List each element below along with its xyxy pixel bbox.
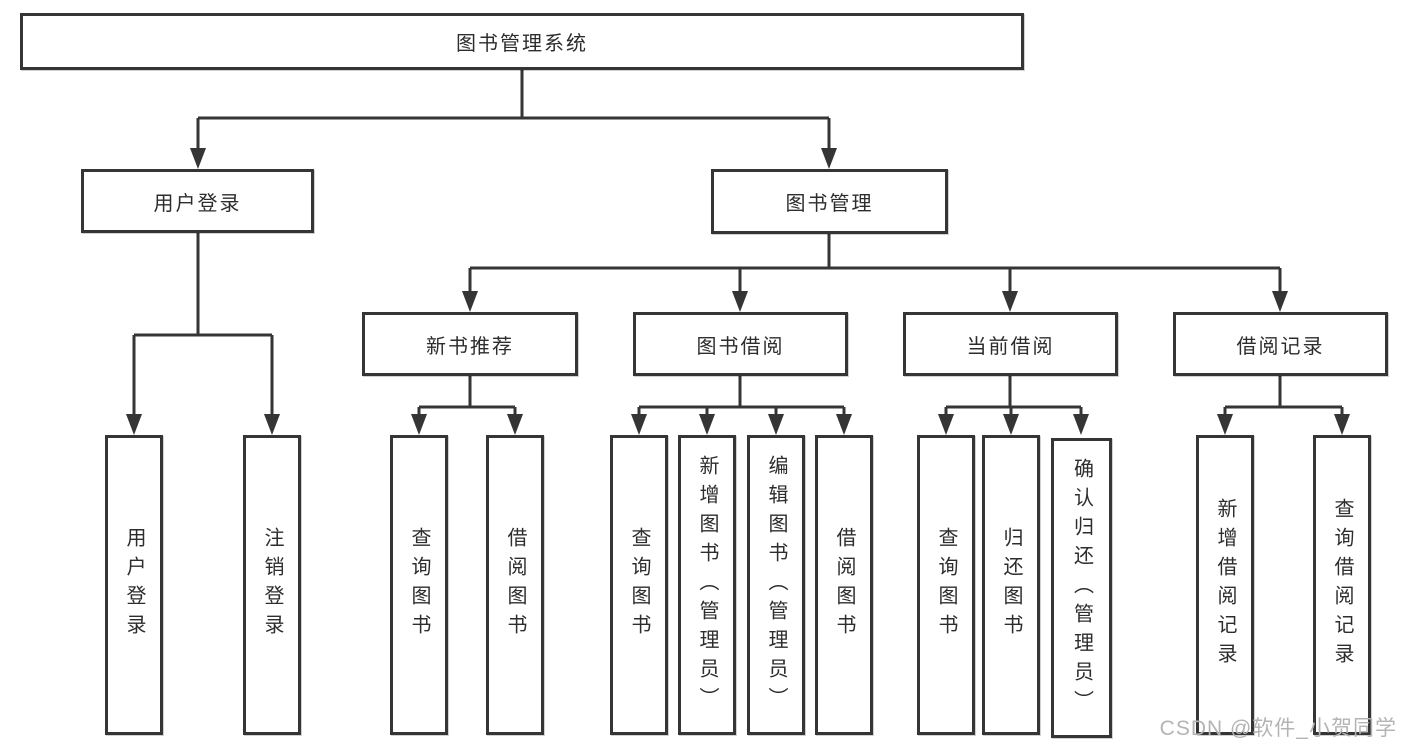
leaf-node-query-book-3: 查询图书 <box>917 435 975 735</box>
leaf-node-query-book-2: 查询图书 <box>610 435 668 735</box>
arrow-down-icon <box>507 414 523 435</box>
arrow-down-icon <box>631 414 647 435</box>
leaf-label: 借阅图书 <box>833 527 855 643</box>
arrow-down-icon <box>732 291 748 312</box>
leaf-node-query-borrow-record: 查询借阅记录 <box>1313 435 1371 735</box>
node-book-borrow: 图书借阅 <box>633 312 848 376</box>
leaf-node-borrow-book-1: 借阅图书 <box>486 435 544 735</box>
arrow-down-icon <box>1002 291 1018 312</box>
arrow-down-icon <box>411 414 427 435</box>
leaf-node-add-book-admin: 新增图书（管理员） <box>678 435 736 735</box>
arrow-down-icon <box>1073 414 1089 435</box>
leaf-label: 归还图书 <box>1000 527 1022 643</box>
node-label: 当前借阅 <box>966 335 1055 358</box>
node-book-management: 图书管理 <box>711 169 948 234</box>
arrow-down-icon <box>1003 414 1019 435</box>
leaf-node-confirm-return-admin: 确认归还（管理员） <box>1051 438 1112 738</box>
node-label: 图书管理 <box>785 193 874 215</box>
arrow-down-icon <box>264 414 280 435</box>
node-new-book-recommend: 新书推荐 <box>362 312 578 376</box>
leaf-node-logout: 注销登录 <box>243 435 301 735</box>
arrow-down-icon <box>1334 414 1350 435</box>
leaf-label: 编辑图书（管理员） <box>765 454 787 716</box>
root-node-label: 图书管理系统 <box>456 33 588 55</box>
leaf-node-borrow-book-2: 借阅图书 <box>815 435 873 735</box>
leaf-label: 新增借阅记录 <box>1214 498 1236 672</box>
leaf-label: 查询图书 <box>935 527 957 643</box>
arrow-down-icon <box>1217 414 1233 435</box>
leaf-label: 查询图书 <box>628 527 650 643</box>
leaf-node-add-borrow-record: 新增借阅记录 <box>1196 435 1254 735</box>
node-label: 用户登录 <box>153 192 242 215</box>
leaf-label: 新增图书（管理员） <box>696 454 718 716</box>
arrow-down-icon <box>462 291 478 312</box>
node-label: 图书借阅 <box>696 335 785 358</box>
leaf-node-user-login: 用户登录 <box>105 435 163 735</box>
leaf-node-return-book: 归还图书 <box>982 435 1040 735</box>
arrow-down-icon <box>768 414 784 435</box>
node-borrow-record: 借阅记录 <box>1173 312 1388 376</box>
root-node-library-system: 图书管理系统 <box>20 13 1024 70</box>
leaf-label: 确认归还（管理员） <box>1070 457 1093 719</box>
arrow-down-icon <box>821 148 837 169</box>
arrow-down-icon <box>190 148 206 169</box>
leaf-node-edit-book-admin: 编辑图书（管理员） <box>747 435 805 735</box>
node-current-borrow: 当前借阅 <box>903 312 1118 376</box>
node-user-login: 用户登录 <box>81 169 314 233</box>
leaf-label: 查询借阅记录 <box>1331 498 1353 672</box>
connector-path <box>132 70 1344 418</box>
leaf-label: 注销登录 <box>261 527 283 643</box>
leaf-label: 用户登录 <box>123 527 145 643</box>
arrow-down-icon <box>1272 291 1288 312</box>
node-label: 新书推荐 <box>426 335 514 358</box>
node-label: 借阅记录 <box>1236 335 1325 358</box>
arrow-down-icon <box>938 414 954 435</box>
arrow-down-icon <box>699 414 715 435</box>
csdn-watermark: CSDN @软件_小贺同学 <box>1159 717 1397 740</box>
leaf-label: 查询图书 <box>408 527 430 643</box>
arrow-down-icon <box>836 414 852 435</box>
leaf-label: 借阅图书 <box>504 527 526 643</box>
leaf-node-query-book-1: 查询图书 <box>390 435 448 735</box>
arrow-down-icon <box>126 414 142 435</box>
